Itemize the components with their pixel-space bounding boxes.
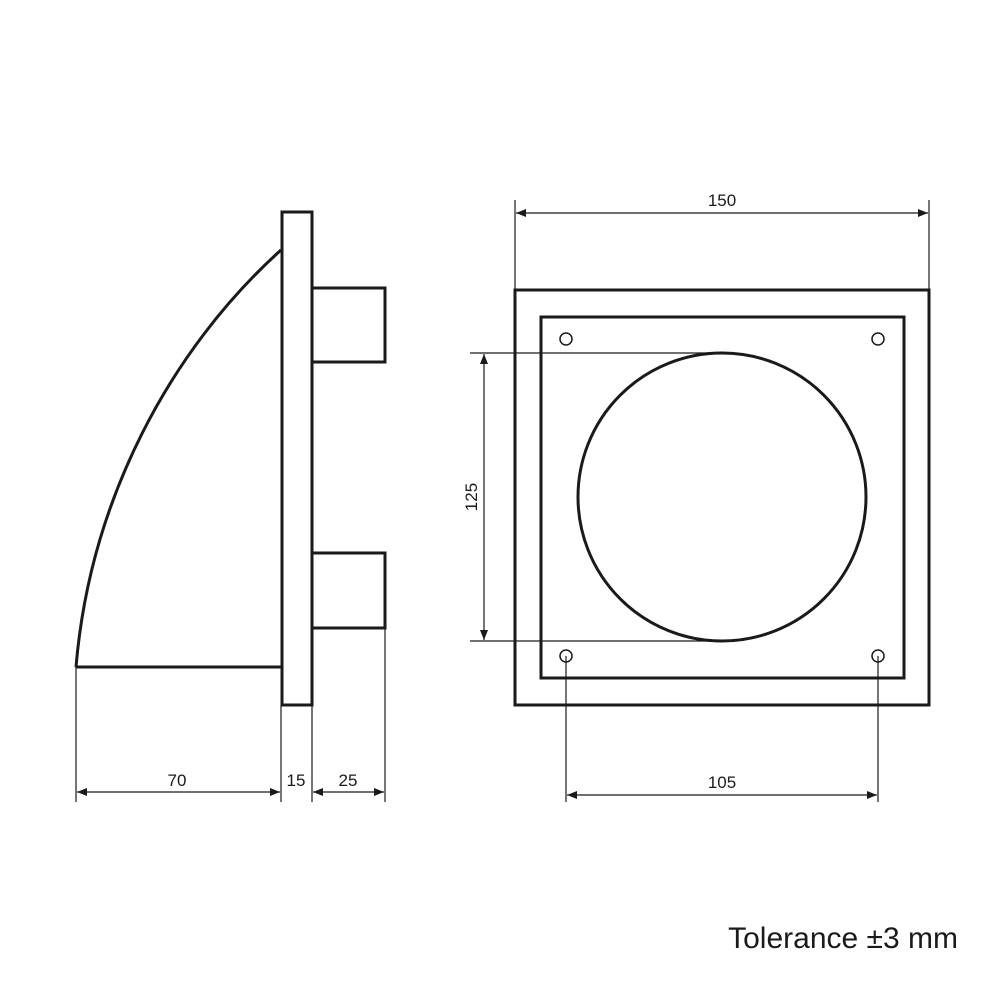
dim-label-105: 105 [708,773,736,792]
dim-label-15: 15 [287,771,306,790]
dim-label-150: 150 [708,191,736,210]
spigot-top [310,286,387,364]
tolerance-note: Tolerance ±3 mm [728,922,958,955]
spigot-bottom [310,551,387,630]
dim-label-70: 70 [168,771,187,790]
side-extension-lines [75,628,386,802]
mounting-hole-tr [871,332,885,346]
outer-frame [513,288,931,707]
inner-frame [539,315,906,680]
mounting-hole-tl [559,332,573,346]
dim-label-25: 25 [339,771,358,790]
side-view [74,210,387,802]
front-extension-lines [470,200,930,802]
dim-label-125: 125 [462,483,481,511]
duct-opening [576,351,868,643]
hood-profile [74,248,283,668]
front-view [470,200,931,802]
mounting-plate [280,210,314,707]
